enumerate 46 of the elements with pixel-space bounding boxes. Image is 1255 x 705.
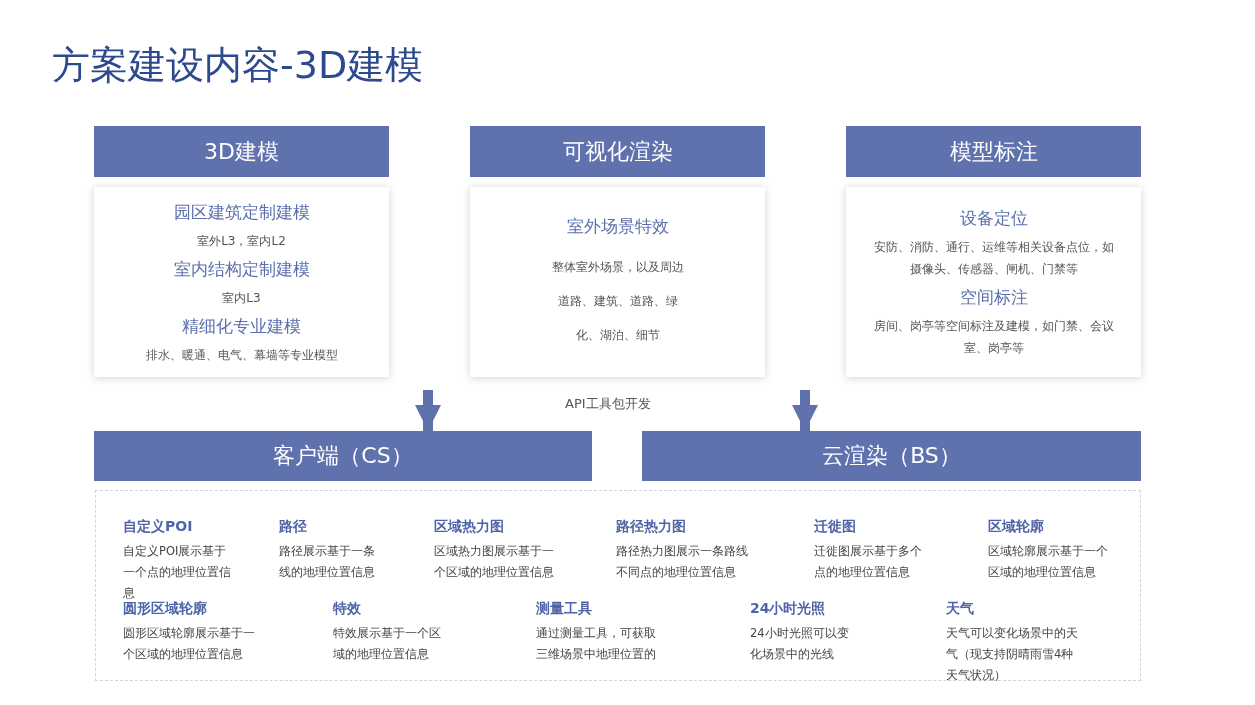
header-bar: 3D建模 (94, 126, 389, 177)
feature-heading: 测量工具 (536, 600, 592, 618)
card-text: 排水、暖通、电气、幕墙等专业模型 (145, 346, 338, 364)
feature-description: 区域轮廓展示基于一个区域的地理位置信息 (988, 543, 1109, 581)
card-text: 房间、岗亭等空间标注及建模，如门禁、会议室、岗亭等 (873, 318, 1114, 357)
feature-heading: 自定义POI (123, 518, 193, 536)
feature-heading: 圆形区域轮廓 (123, 600, 207, 618)
content-card (470, 187, 765, 377)
feature-heading: 迁徙图 (814, 518, 856, 536)
card-text: 室外L3，室内L2 (197, 232, 286, 250)
card-text: 室内L3 (222, 289, 261, 307)
header-bar: 可视化渲染 (470, 126, 765, 177)
feature-description: 迁徙图展示基于多个点的地理位置信息 (814, 543, 923, 581)
feature-description: 24小时光照可以变化场景中的光线 (750, 625, 849, 663)
feature-heading: 路径 (279, 518, 307, 536)
card-heading: 室外场景特效 (566, 214, 669, 238)
card-heading: 园区建筑定制建模 (173, 200, 310, 224)
feature-description: 天气可以变化场景中的天气（现支持阴晴雨雪4种天气状况） (946, 625, 1079, 684)
arrow (792, 390, 818, 431)
feature-heading: 天气 (946, 600, 974, 618)
feature-description: 自定义POI展示基于一个点的地理位置信息 (123, 543, 232, 601)
header-bar: 云渲染（BS） (642, 431, 1141, 481)
card-text: 整体室外场景，以及周边道路、建筑、道路、绿化、湖泊、细节 (551, 258, 684, 344)
header-bar: 客户端（CS） (94, 431, 592, 481)
feature-description: 圆形区域轮廓展示基于一个区域的地理位置信息 (123, 625, 256, 663)
arrow (415, 390, 441, 431)
feature-heading: 特效 (333, 600, 361, 618)
slide-title: 方案建设内容-3D建模 (52, 42, 424, 89)
content-card (846, 187, 1141, 377)
feature-description: 路径展示基于一条线的地理位置信息 (279, 543, 376, 581)
feature-heading: 24小时光照 (750, 600, 826, 618)
header-bar: 模型标注 (846, 126, 1141, 177)
feature-description: 特效展示基于一个区域的地理位置信息 (333, 625, 442, 663)
card-heading: 空间标注 (959, 286, 1028, 309)
note-text: API工具包开发 (565, 395, 651, 413)
feature-heading: 区域轮廓 (988, 518, 1044, 536)
card-heading: 室内结构定制建模 (173, 257, 310, 281)
feature-description: 路径热力图展示一条路线不同点的地理位置信息 (616, 543, 749, 581)
card-text: 安防、消防、通行、运维等相关设备点位，如摄像头、传感器、闸机、门禁等 (873, 239, 1114, 278)
card-heading: 设备定位 (959, 207, 1028, 230)
content-card (94, 187, 389, 377)
feature-heading: 路径热力图 (616, 518, 686, 536)
card-heading: 精细化专业建模 (182, 314, 301, 338)
feature-description: 通过测量工具，可获取三维场景中地理位置的 (536, 625, 657, 663)
feature-description: 区域热力图展示基于一个区域的地理位置信息 (434, 543, 555, 581)
feature-heading: 区域热力图 (434, 518, 504, 536)
